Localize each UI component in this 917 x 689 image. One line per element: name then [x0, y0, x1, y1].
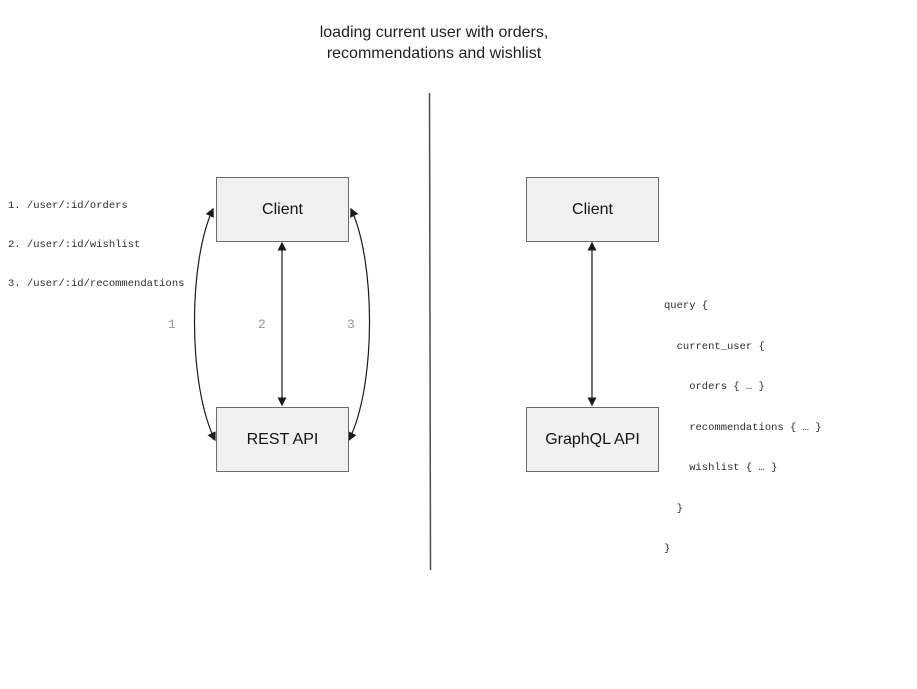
rest-endpoint-list: 1. /user/:id/orders 2. /user/:id/wishlis…: [8, 174, 184, 317]
query-line: }: [664, 502, 683, 515]
query-line: query {: [664, 300, 709, 312]
rest-arrow-label-3: 3: [347, 317, 355, 332]
graphql-api-box: GraphQL API: [526, 407, 659, 472]
rest-endpoint-3: 3. /user/:id/recommendations: [8, 278, 185, 290]
graphql-client-box: Client: [526, 177, 659, 242]
rest-arrow-label-2: 2: [258, 317, 266, 332]
rest-endpoint-2: 2. /user/:id/wishlist: [8, 239, 141, 251]
diagram-title: loading current user with orders, recomm…: [134, 22, 734, 64]
graphql-api-label: GraphQL API: [545, 430, 640, 448]
query-line: current_user {: [664, 340, 765, 353]
graphql-query-block: query { current_user { orders { … } reco…: [664, 273, 822, 584]
rest-client-label: Client: [262, 200, 303, 218]
query-line: orders { … }: [664, 381, 765, 393]
rest-arrow-3-curve: [348, 207, 371, 442]
rest-arrow-label-1: 1: [168, 317, 176, 332]
rest-api-label: REST API: [246, 430, 319, 448]
query-line: }: [664, 543, 671, 555]
diagram-title-line2: recommendations and wishlist: [326, 45, 542, 62]
rest-endpoint-1: 1. /user/:id/orders: [8, 200, 128, 212]
rest-client-box: Client: [216, 177, 349, 242]
query-line: wishlist { … }: [664, 462, 778, 474]
panel-divider-line: [428, 92, 432, 571]
rest-api-box: REST API: [216, 407, 349, 472]
graphql-client-label: Client: [572, 200, 613, 218]
query-line: recommendations { … }: [664, 421, 822, 434]
rest-arrow-1-curve: [193, 207, 216, 442]
diagram-title-line1: loading current user with orders,: [319, 24, 549, 41]
